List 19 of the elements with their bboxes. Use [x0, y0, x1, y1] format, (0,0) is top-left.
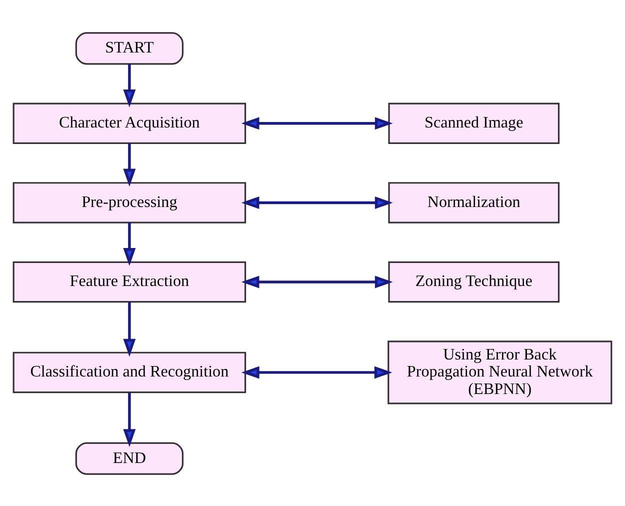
node-box: Feature Extraction: [12, 260, 246, 302]
node-box: START: [75, 32, 184, 64]
node-box: Pre-processing: [12, 182, 246, 223]
node-box: Normalization: [388, 182, 560, 223]
arrow: [241, 196, 393, 208]
node-box: Scanned Image: [388, 102, 560, 144]
arrow: [241, 275, 393, 288]
arrow: [123, 64, 136, 107]
node-box: Zoning Technique: [388, 260, 560, 302]
arrow: [241, 116, 393, 130]
node-box: Classification and Recognition: [12, 351, 246, 393]
arrow: [123, 392, 136, 446]
arrow: [123, 301, 136, 356]
node-box: END: [75, 442, 184, 474]
arrow: [123, 142, 136, 186]
arrow: [241, 366, 392, 378]
arrow: [123, 222, 136, 266]
node-box: Using Error Back Propagation Neural Network (EBPNN): [388, 340, 612, 404]
node-box: Character Acquisition: [12, 102, 246, 144]
